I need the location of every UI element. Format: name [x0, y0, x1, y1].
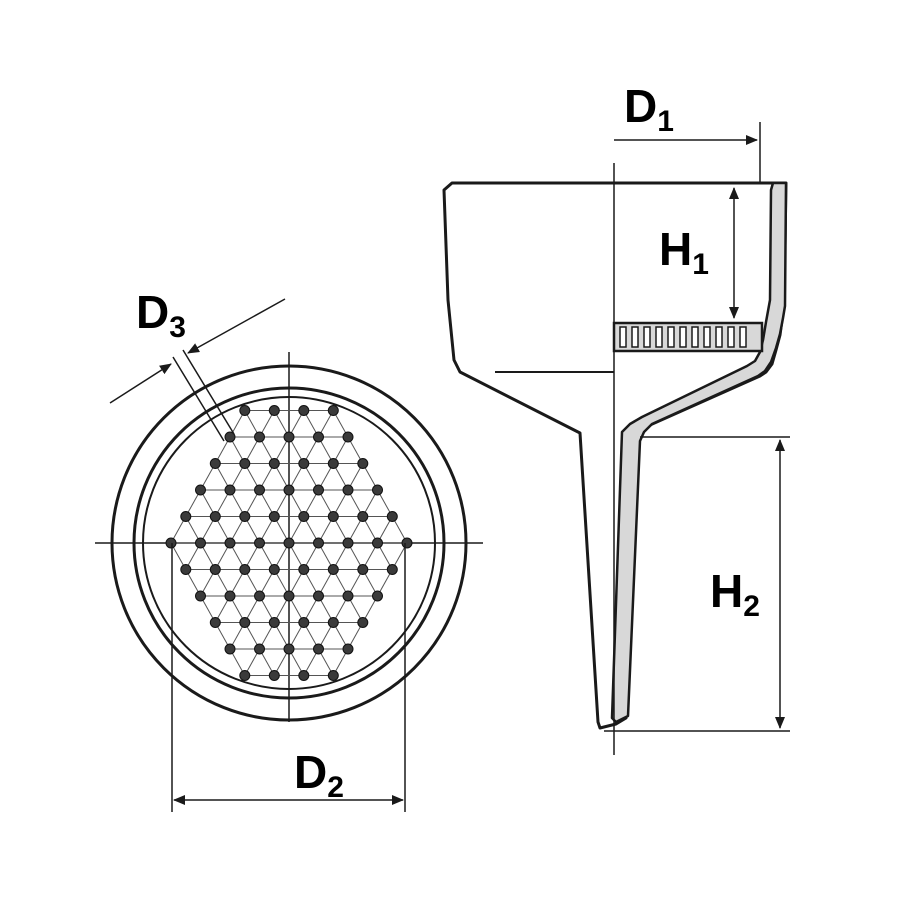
- perforation-hole: [327, 511, 339, 522]
- perforation-hole: [327, 564, 339, 575]
- perforation-hole: [209, 458, 221, 469]
- perforation-hole: [239, 564, 251, 575]
- perforation-hole: [239, 458, 251, 469]
- h1-label: H1: [659, 223, 709, 281]
- perforation-hole: [180, 564, 192, 575]
- perforation-hole: [239, 405, 251, 416]
- perforation-hole: [327, 617, 339, 628]
- perforation-hole: [224, 431, 236, 443]
- d3-label: D3: [136, 286, 186, 344]
- perforation-hole: [268, 511, 280, 522]
- perforation-hole: [224, 590, 236, 602]
- perforation-hole: [313, 590, 324, 602]
- plate-slot: [619, 326, 627, 348]
- perforation-hole: [298, 564, 310, 575]
- h2-dimension: H2: [604, 436, 790, 732]
- plate-slot: [727, 326, 735, 348]
- perforation-hole: [254, 484, 265, 496]
- plate-slot: [703, 326, 711, 348]
- perforation-hole: [327, 458, 339, 469]
- perforation-hole: [268, 670, 280, 681]
- perforation-hole: [372, 484, 383, 496]
- perforation-hole: [239, 670, 251, 681]
- filter-plate: [612, 321, 764, 353]
- filter-plate-holes: [619, 326, 747, 348]
- perforation-hole: [224, 643, 236, 655]
- d2-dimension: D2: [171, 543, 406, 812]
- perforation-hole: [298, 405, 310, 416]
- perforation-hole: [313, 431, 324, 443]
- perforation-hole: [357, 511, 369, 522]
- d1-label: D1: [624, 80, 674, 138]
- plate-slot: [643, 326, 651, 348]
- d3-dimension: D3: [109, 286, 286, 442]
- perforation-hole: [165, 537, 177, 549]
- perforation-hole: [283, 643, 295, 655]
- perforation-hole: [357, 617, 369, 628]
- perforation-hole: [357, 564, 369, 575]
- top-view: D2 D3: [95, 286, 483, 812]
- perforation-hole: [283, 590, 295, 602]
- perforation-hole: [195, 484, 206, 496]
- perforation-hole: [313, 537, 324, 549]
- perforation-hole: [342, 537, 354, 549]
- perforation-hole: [195, 590, 206, 602]
- perforation-hole: [298, 670, 310, 681]
- perforation-hole: [268, 458, 280, 469]
- perforation-hole: [342, 590, 354, 602]
- perforation-hole: [298, 617, 310, 628]
- perforation-hole: [327, 670, 339, 681]
- perforation-hole: [254, 643, 265, 655]
- perforation-hole: [372, 590, 383, 602]
- perforation-hole: [239, 617, 251, 628]
- perforation-hole: [268, 617, 280, 628]
- perforation-hole: [327, 405, 339, 416]
- perforation-hole: [342, 484, 354, 496]
- plate-slot: [715, 326, 723, 348]
- d1-dimension: D1: [614, 80, 761, 183]
- perforation-hole: [195, 537, 206, 549]
- perforation-hole: [224, 537, 236, 549]
- perforation-hole: [342, 643, 354, 655]
- plate-slot: [655, 326, 663, 348]
- perforation-hole: [283, 537, 295, 549]
- perforation-hole: [386, 564, 398, 575]
- perforation-hole: [386, 511, 398, 522]
- perforation-hole: [268, 405, 280, 416]
- perforation-hole: [254, 590, 265, 602]
- perforation-hole: [209, 564, 221, 575]
- h2-label: H2: [710, 565, 760, 623]
- perforation-hole: [372, 537, 383, 549]
- perforation-hole: [342, 431, 354, 443]
- perforation-hole: [298, 458, 310, 469]
- perforation-hole: [268, 564, 280, 575]
- perforation-hole: [313, 484, 324, 496]
- perforation-hole: [224, 484, 236, 496]
- perforation-hole: [239, 511, 251, 522]
- perforation-hole: [357, 458, 369, 469]
- perforation-hole: [209, 617, 221, 628]
- h1-dimension: H1: [659, 187, 739, 319]
- plate-slot: [667, 326, 675, 348]
- perforation-hole: [254, 431, 265, 443]
- perforation-hole: [254, 537, 265, 549]
- perforation-hole: [180, 511, 192, 522]
- perforation-holes: [165, 405, 413, 681]
- perforation-hole: [283, 431, 295, 443]
- d2-label: D2: [294, 746, 344, 804]
- plate-slot: [691, 326, 699, 348]
- plate-slot: [631, 326, 639, 348]
- plate-slot: [739, 326, 747, 348]
- plate-slot: [679, 326, 687, 348]
- perforation-hole: [401, 537, 413, 549]
- perforation-hole: [209, 511, 221, 522]
- perforation-hole: [313, 643, 324, 655]
- perforation-hole: [283, 484, 295, 496]
- side-view: D1 H1 H2: [442, 80, 790, 755]
- perforation-hole: [298, 511, 310, 522]
